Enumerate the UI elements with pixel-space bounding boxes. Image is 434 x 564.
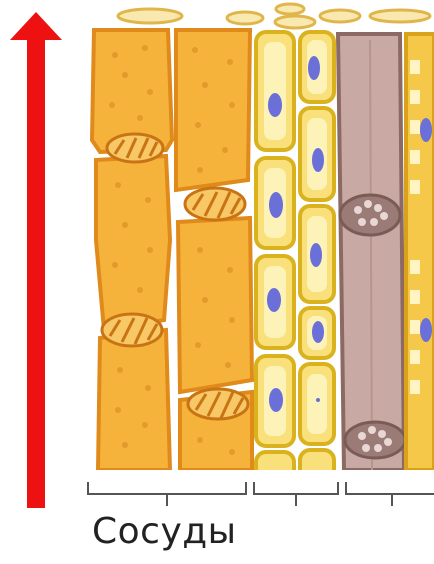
vessels-caption: Сосуды: [92, 514, 237, 550]
tissue-brackets: [88, 482, 434, 506]
sieve-tube-cells: [256, 32, 334, 492]
fiber-cells: [338, 34, 434, 470]
up-arrow-icon: [10, 12, 62, 508]
vessel-elements: [92, 30, 252, 470]
vessel-top-rims: [118, 4, 430, 28]
